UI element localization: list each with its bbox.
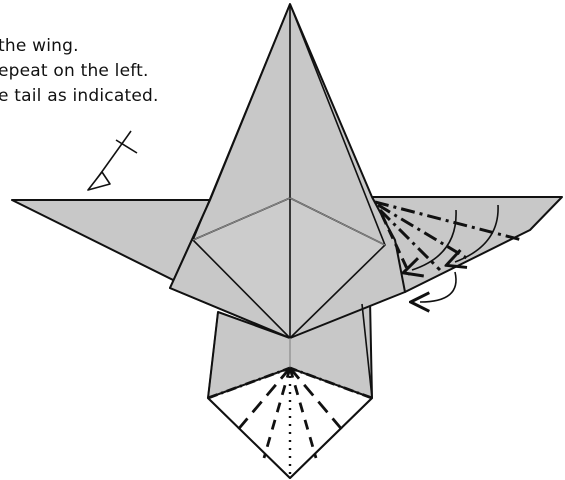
instruction-line-3: e tail as indicated. xyxy=(0,86,159,106)
body-light-creases xyxy=(192,197,386,368)
body-creases xyxy=(192,3,386,338)
tail-fold-lines xyxy=(207,366,373,478)
tail-creases xyxy=(207,303,373,399)
fold-arrow-icon xyxy=(455,204,499,262)
fold-arrow-icon xyxy=(412,209,457,270)
fold-arrows xyxy=(412,204,499,302)
instruction-line-2: epeat on the left. xyxy=(0,61,149,81)
instruction-text: the wing. epeat on the left. e tail as i… xyxy=(0,34,159,109)
fold-arrow-icon xyxy=(420,271,457,302)
instruction-line-1: the wing. xyxy=(0,36,79,56)
push-arrow-icon xyxy=(87,130,138,191)
